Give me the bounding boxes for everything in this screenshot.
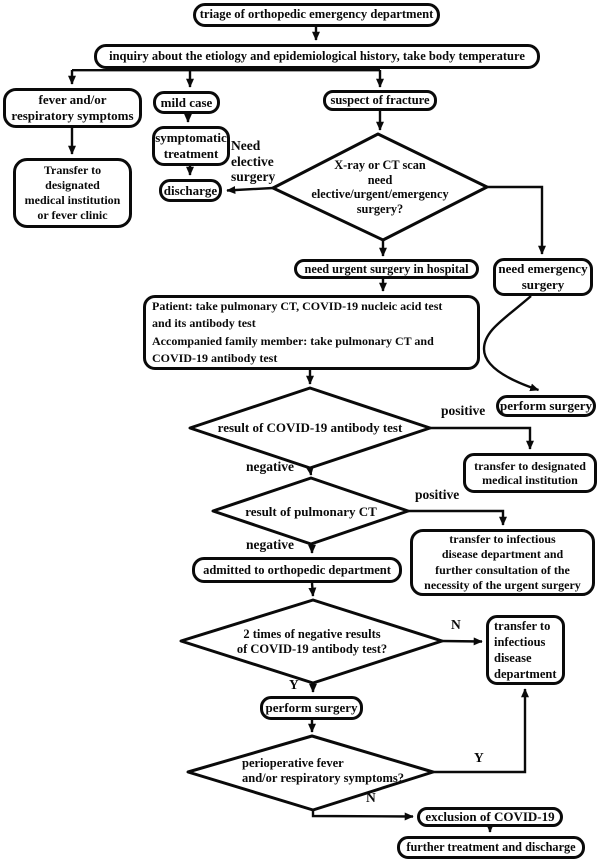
- pulmonary-ct-decision-diamond: [211, 476, 410, 546]
- edge-xray-emergency: [487, 185, 546, 255]
- node-line: transfer to: [494, 619, 551, 633]
- node-line: medical institution: [482, 473, 578, 487]
- node-line: Patient: take pulmonary CT, COVID-19 nuc…: [152, 299, 443, 314]
- node-line: fever and/or: [38, 92, 107, 108]
- label-line: Need: [231, 138, 261, 153]
- two-negative-decision-diamond: [179, 598, 444, 685]
- node-line: medical institution: [24, 193, 121, 207]
- decision-line: elective/urgent/emergency: [311, 187, 449, 201]
- label-perioperative-yes: Y: [474, 750, 484, 765]
- edge-xray-discharge: [226, 186, 274, 195]
- node-line: treatment: [163, 146, 219, 161]
- label-two-negative-yes: Y: [289, 677, 299, 692]
- node-line: respiratory symptoms: [11, 108, 134, 123]
- node-line: disease: [494, 651, 532, 665]
- node-line: department: [494, 667, 557, 681]
- decision-antibody-text: result of COVID-19 antibody test: [217, 420, 403, 436]
- node-symptomatic-treatment: symptomatic treatment: [152, 126, 230, 166]
- node-line: designated: [45, 177, 100, 192]
- node-line: need emergency: [498, 261, 588, 277]
- label-ct-negative: negative: [246, 537, 294, 552]
- edge-perioperative-exclusion: [311, 810, 414, 821]
- node-line: COVID-19 antibody test: [152, 350, 278, 365]
- edge-emergency-perform: [482, 295, 540, 392]
- node-line: Accompanied family member: take pulmonar…: [152, 333, 434, 348]
- decision-line: perioperative fever: [242, 756, 344, 771]
- node-perform-surgery: perform surgery: [260, 696, 363, 720]
- node-line: symptomatic: [155, 130, 227, 146]
- antibody-decision-diamond: [188, 386, 432, 470]
- node-line: transfer to infectious: [449, 532, 556, 547]
- decision-xray-text: X-ray or CT scan need elective/urgent/em…: [280, 158, 480, 216]
- node-transfer-designated: transfer to designated medical instituti…: [463, 453, 597, 493]
- node-triage: triage of orthopedic emergency departmen…: [193, 3, 440, 27]
- decision-perioperative-text: perioperative fever and/or respiratory s…: [242, 754, 437, 788]
- node-suspect-fracture: suspect of fracture: [323, 90, 437, 111]
- node-discharge: discharge: [159, 179, 222, 202]
- edge-ct-infectious: [408, 509, 507, 526]
- label-perioperative-no: N: [366, 790, 376, 805]
- decision-line: need: [367, 172, 393, 187]
- decision-line: 2 times of negative results: [243, 627, 381, 642]
- node-line: necessity of the urgent surgery: [424, 577, 581, 592]
- node-transfer-fever-clinic: Transfer to designated medical instituti…: [13, 158, 132, 228]
- edge-perioperative-infectious: [433, 688, 529, 774]
- node-line: and its antibody test: [152, 316, 256, 331]
- node-patient-tests: Patient: take pulmonary CT, COVID-19 nuc…: [143, 295, 480, 370]
- decision-line: X-ray or CT scan: [334, 158, 426, 172]
- xray-decision-diamond: [271, 132, 489, 242]
- decision-pulmonary-ct-text: result of pulmonary CT: [245, 504, 377, 520]
- node-line: transfer to designated: [474, 458, 586, 473]
- label-line: surgery: [231, 169, 276, 185]
- perioperative-decision-diamond: [186, 734, 435, 812]
- node-admitted-orthopedic: admitted to orthopedic department: [192, 557, 402, 583]
- edge-antibody-transfer: [430, 426, 534, 450]
- node-line: Transfer to: [43, 162, 102, 177]
- decision-line: surgery?: [356, 201, 404, 216]
- node-line: surgery: [521, 277, 565, 292]
- edge-admitted-twonegative: [308, 582, 317, 597]
- node-line: infectious: [494, 635, 546, 649]
- label-ct-positive: positive: [415, 487, 460, 502]
- node-exclusion-covid: exclusion of COVID-19: [417, 807, 563, 827]
- node-inquiry: inquiry about the etiology and epidemiol…: [94, 44, 540, 69]
- label-antibody-positive: positive: [441, 403, 486, 418]
- decision-two-negative-text: 2 times of negative results of COVID-19 …: [197, 626, 427, 658]
- label-need-elective-surgery: Need elective surgery: [231, 138, 275, 185]
- node-need-urgent-surgery: need urgent surgery in hospital: [294, 259, 479, 279]
- node-need-emergency-surgery: need emergency surgery: [493, 258, 593, 296]
- node-mild-case: mild case: [153, 91, 220, 114]
- node-further-treatment: further treatment and discharge: [397, 836, 585, 859]
- node-line: disease department and: [441, 547, 564, 562]
- node-transfer-infectious: transfer to infectious disease departmen…: [486, 615, 565, 685]
- node-transfer-infectious-consultation: transfer to infectious disease departmen…: [410, 529, 595, 596]
- label-line: elective: [231, 153, 274, 169]
- edge-twonegative-infectious: [441, 637, 483, 646]
- label-antibody-negative: negative: [246, 459, 294, 474]
- decision-line: of COVID-19 antibody test?: [236, 642, 388, 656]
- node-fever-symptoms: fever and/or respiratory symptoms: [3, 88, 142, 128]
- node-perform-surgery-emergency: perform surgery: [496, 395, 596, 417]
- node-line: further consultation of the: [435, 562, 570, 577]
- node-line: or fever clinic: [37, 208, 108, 223]
- decision-line: and/or respiratory symptoms?: [242, 771, 405, 785]
- label-two-negative-no: N: [451, 617, 461, 632]
